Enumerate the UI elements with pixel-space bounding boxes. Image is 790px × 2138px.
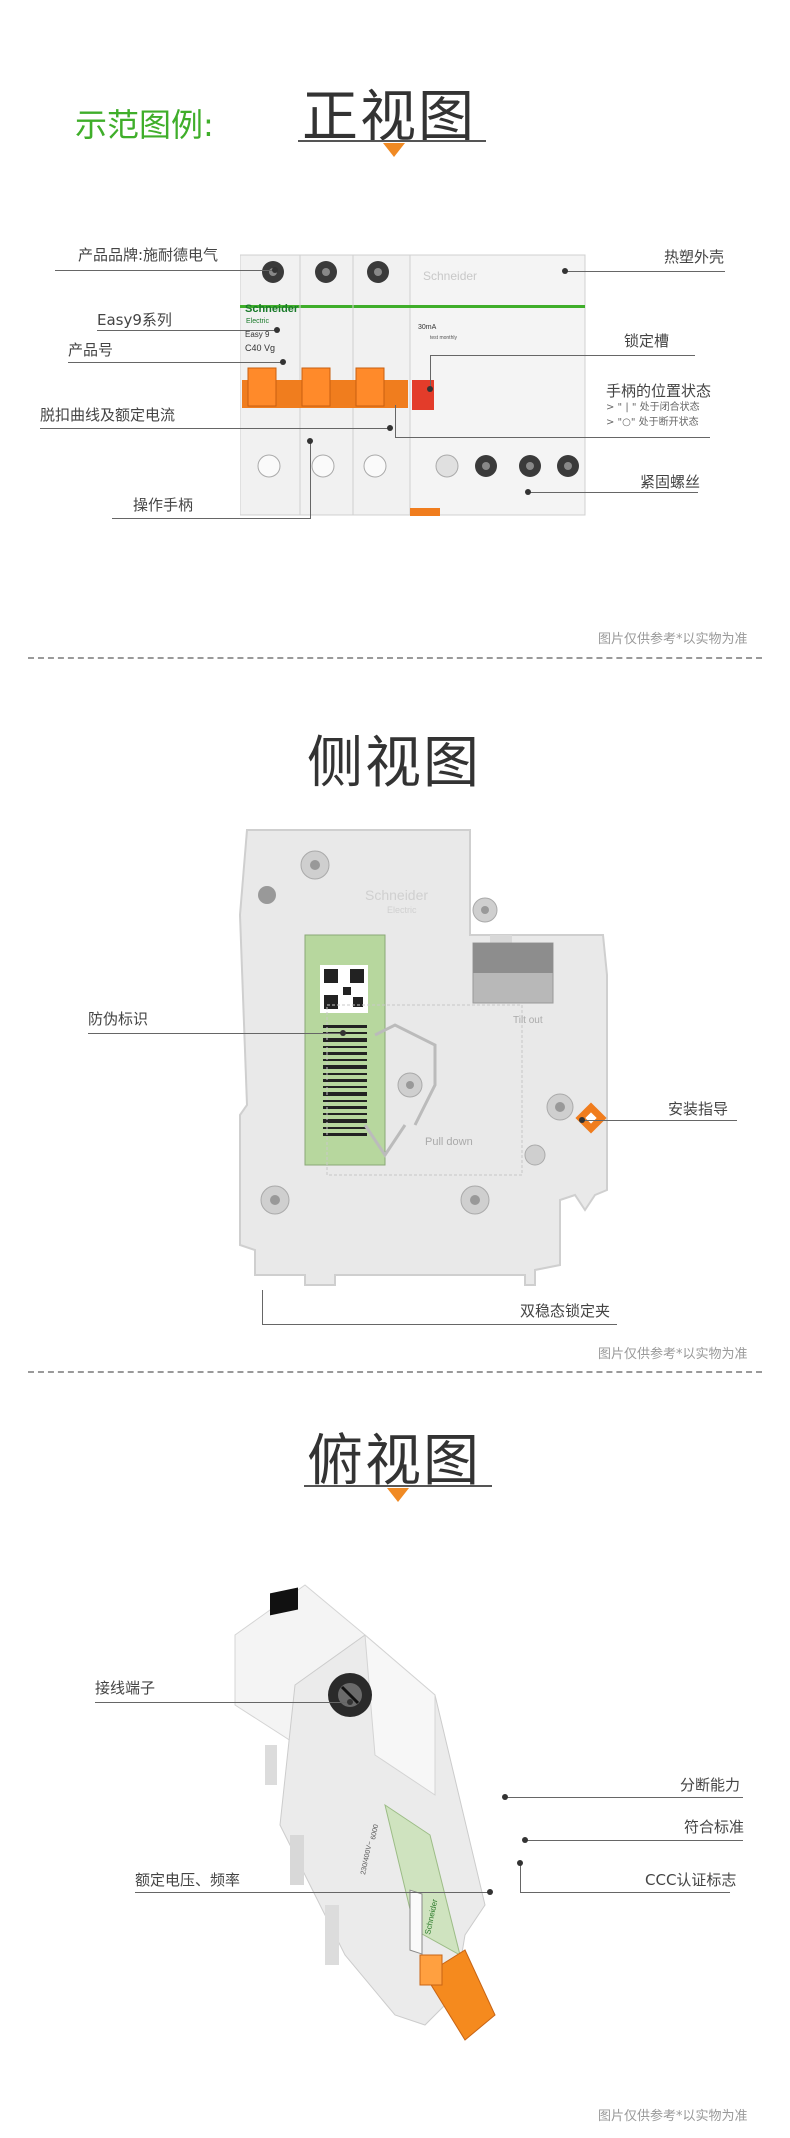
svg-text:C40 Vg: C40 Vg [245,343,275,353]
svg-text:Easy 9: Easy 9 [245,330,270,339]
breaker-front-image: Schneider Electric Easy 9 C40 Vg 30mA te… [240,254,586,516]
page-title-top: 俯视图 [307,1429,481,1494]
title-arrow-icon [383,143,405,157]
label-shell: 热塑外壳 [664,248,725,266]
label-clip: 双稳态锁定夹 [520,1302,611,1320]
label-lock-slot: 锁定槽 [624,332,670,350]
label-brand: 产品品牌:施耐德电气 [78,246,219,264]
label-breaking: 分断能力 [680,1776,741,1794]
label-standard: 符合标准 [684,1818,745,1836]
legend-label: 示范图例: [75,106,214,144]
label-handle: 操作手柄 [133,496,194,514]
svg-text:Tilt out: Tilt out [513,1015,543,1026]
section-divider [28,657,762,659]
title-underline [298,140,486,142]
title-underline [304,1485,492,1487]
label-state-open: > "○" 处于断开状态 [606,417,699,428]
page-title-side: 侧视图 [307,731,481,796]
label-voltage: 额定电压、频率 [135,1871,241,1889]
label-series: Easy9系列 [97,311,172,329]
label-install-guide: 安装指导 [668,1100,729,1118]
svg-text:Schneider: Schneider [423,269,477,283]
disclaimer-note: 图片仅供参考*以实物为准 [598,2109,748,2124]
label-curve: 脱扣曲线及额定电流 [40,406,176,424]
svg-text:6000: 6000 [370,1824,380,1841]
svg-text:Pull down: Pull down [425,1136,473,1148]
svg-text:Schneider: Schneider [365,887,428,903]
label-screw: 紧固螺丝 [640,473,701,491]
svg-text:test monthly: test monthly [430,335,457,341]
section-divider [28,1371,762,1373]
label-anti-fake: 防伪标识 [88,1010,149,1028]
page-title-front: 正视图 [302,85,476,150]
label-terminal: 接线端子 [95,1679,156,1697]
label-ccc: CCC认证标志 [645,1871,737,1889]
breaker-top-image: 230/400V~ 6000 Schneider [234,1584,496,2041]
label-handle-state: 手柄的位置状态 [606,382,712,400]
svg-text:Electric: Electric [387,905,417,915]
breaker-side-image: Tilt out Pull down Schneider Electric [238,829,608,1286]
svg-text:30mA: 30mA [418,324,437,331]
disclaimer-note: 图片仅供参考*以实物为准 [598,1347,748,1362]
device-logo: Schneider [245,303,299,315]
label-model: 产品号 [68,341,114,359]
label-state-closed: > " | " 处于闭合状态 [606,402,700,413]
title-arrow-icon [387,1488,409,1502]
disclaimer-note: 图片仅供参考*以实物为准 [598,632,748,647]
svg-text:Electric: Electric [246,318,269,325]
